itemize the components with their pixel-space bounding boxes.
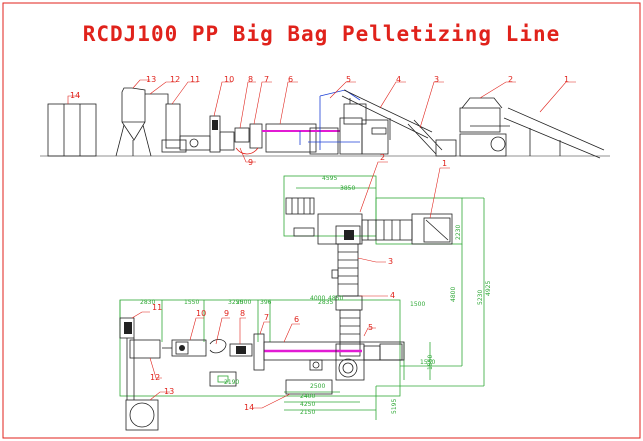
dimension-8: 3250 xyxy=(228,299,243,306)
plan-fan xyxy=(129,339,161,359)
plan-label-8: 8 xyxy=(240,309,245,318)
elevation-shredder xyxy=(459,107,501,133)
elevation-label-4: 4 xyxy=(396,75,401,84)
plan-label-10: 10 xyxy=(196,309,206,318)
dimension-12: 4250 xyxy=(300,401,315,408)
elevation-label-9: 9 xyxy=(248,158,253,167)
plan-conveyor-1 xyxy=(361,219,413,241)
elevation-cyclone xyxy=(121,87,146,141)
plan-view xyxy=(119,175,485,431)
elevation-label-1: 1 xyxy=(564,75,569,84)
plan-label-4: 4 xyxy=(390,291,395,300)
plan-water-ring xyxy=(209,339,227,354)
plan-label-11: 11 xyxy=(152,303,162,312)
elevation-compactor xyxy=(343,103,367,125)
elevation-label-7: 7 xyxy=(264,75,269,84)
dimension-1: 3850 xyxy=(340,185,355,192)
dimension-21: 2500 xyxy=(236,299,251,306)
dimension-14: 1500 xyxy=(410,301,425,308)
plan-label-14: 14 xyxy=(244,403,254,412)
dimension-15: 1550 xyxy=(427,355,434,370)
dimension-19: 2190 xyxy=(224,379,239,386)
dimension-22: 4000 xyxy=(310,295,325,302)
dimension-20: 1550 xyxy=(420,359,435,366)
plan-leaders xyxy=(131,161,450,409)
plan-label-6: 6 xyxy=(294,315,299,324)
dimension-11: 2400 xyxy=(300,393,315,400)
plan-silo xyxy=(125,399,159,431)
plan-label-1: 1 xyxy=(442,159,447,168)
plan-label-12: 12 xyxy=(150,373,160,382)
elevation-silo-box xyxy=(47,103,97,157)
dimension-2: 2230 xyxy=(455,225,462,240)
plan-label-7: 7 xyxy=(264,313,269,322)
elevation-die-head xyxy=(234,127,250,143)
plan-pallet xyxy=(285,197,315,215)
elevation-label-11: 11 xyxy=(190,75,200,84)
dimension-18: 4800 xyxy=(450,287,457,302)
plan-conveyor-4 xyxy=(339,309,361,357)
plan-shredder xyxy=(317,213,363,245)
elevation-extruder-base xyxy=(265,123,317,153)
plan-label-3: 3 xyxy=(388,257,393,266)
elevation-label-2: 2 xyxy=(508,75,513,84)
dimension-0: 4595 xyxy=(322,175,337,182)
dimension-4: 4925 xyxy=(485,281,492,296)
elevation-conveyor-4 xyxy=(341,89,433,139)
elevation-conveyor-1 xyxy=(503,107,605,159)
elevation-fan xyxy=(165,103,181,149)
plan-control-cabinet xyxy=(209,371,237,387)
plan-label-5: 5 xyxy=(368,323,373,332)
dimension-9: 396 xyxy=(260,299,272,306)
plan-storage xyxy=(285,379,333,395)
plan-label-13: 13 xyxy=(164,387,174,396)
elevation-pelletizer xyxy=(179,135,211,151)
elevation-label-5: 5 xyxy=(346,75,351,84)
dimension-7: 1550 xyxy=(184,299,199,306)
plan-label-2: 2 xyxy=(380,153,385,162)
elevation-conveyor-3 xyxy=(407,119,443,155)
dimension-13: 2150 xyxy=(300,409,315,416)
elevation-label-3: 3 xyxy=(434,75,439,84)
plan-dim-frame-bottom xyxy=(119,299,401,397)
elevation-label-6: 6 xyxy=(288,75,293,84)
elevation-label-8: 8 xyxy=(248,75,253,84)
dimension-10: 2835 xyxy=(318,299,333,306)
elevation-label-14: 14 xyxy=(70,91,80,100)
dimension-16: 2500 xyxy=(310,383,325,390)
dimension-5: 4850 xyxy=(328,295,343,302)
elevation-view xyxy=(40,87,610,159)
elevation-label-10: 10 xyxy=(224,75,234,84)
elevation-leaders xyxy=(67,79,576,163)
drawing-title: RCDJ100 PP Big Bag Pelletizing Line xyxy=(82,22,561,46)
plan-die-head xyxy=(229,343,253,357)
plan-compactor xyxy=(335,343,365,381)
dimension-17: 5195 xyxy=(391,399,398,414)
dimension-6: 2830 xyxy=(140,299,155,306)
plan-label-9: 9 xyxy=(224,309,229,318)
plan-screen-changer xyxy=(253,333,265,371)
dimension-3: 5230 xyxy=(477,290,484,305)
elevation-label-13: 13 xyxy=(146,75,156,84)
elevation-label-12: 12 xyxy=(170,75,180,84)
